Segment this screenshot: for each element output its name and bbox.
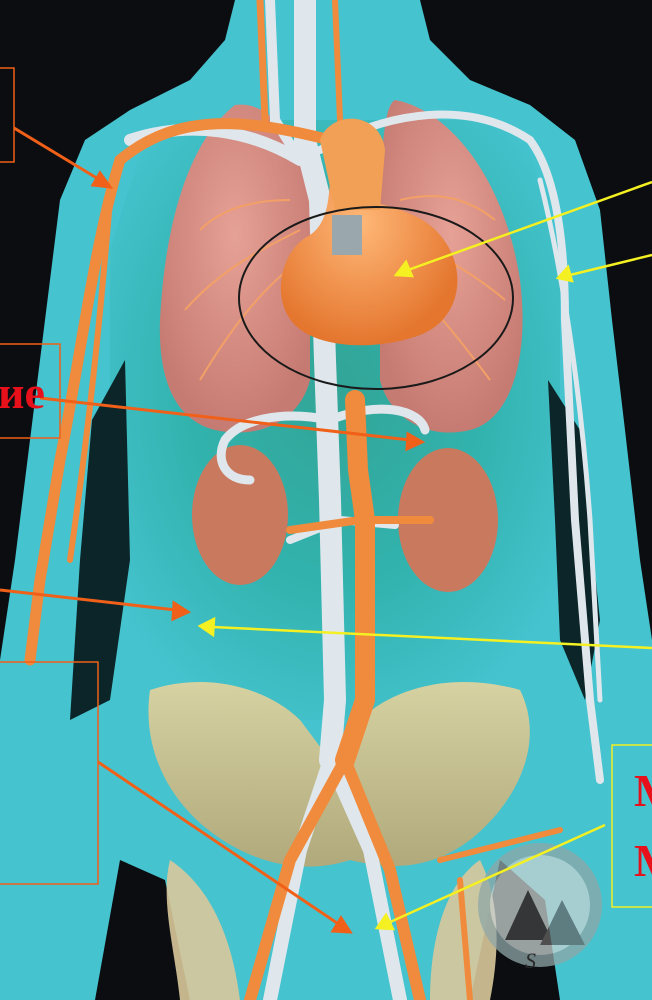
- aortic-arch-gray: [332, 215, 362, 255]
- organ-label-fragment: ие: [0, 370, 45, 416]
- right-kidney: [192, 445, 288, 585]
- corner-label-line1: М: [634, 768, 652, 814]
- corner-label-line2: М: [634, 838, 652, 884]
- svg-text:S: S: [525, 948, 536, 973]
